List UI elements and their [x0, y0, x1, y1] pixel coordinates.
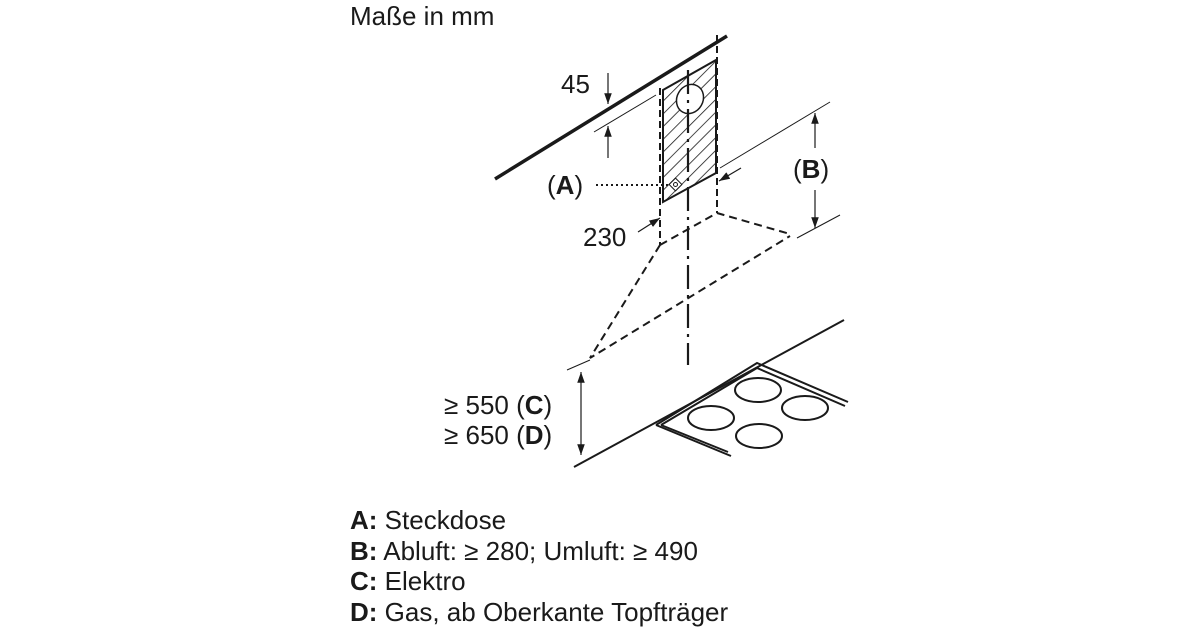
- dim-230-arrow-left: [637, 217, 661, 233]
- legend-key: A:: [350, 505, 378, 535]
- legend-item-b: B: Abluft: ≥ 280; Umluft: ≥ 490: [350, 536, 728, 567]
- hood-canopy-top: [659, 211, 791, 246]
- dim-230-arrow-right: [718, 167, 742, 182]
- cooktop: [655, 361, 849, 457]
- dim-45-label: 45: [561, 69, 590, 99]
- dim-230-label: 230: [583, 222, 627, 252]
- legend-text: Elektro: [384, 566, 466, 596]
- height-label: (B): [793, 154, 830, 184]
- burner-back: [734, 377, 782, 403]
- burner-left: [687, 405, 735, 431]
- height-marker: B: [801, 154, 821, 184]
- socket-label: (A): [547, 170, 584, 200]
- installation-zone: [662, 58, 717, 204]
- legend-key: D:: [350, 596, 378, 627]
- legend-text: Abluft: ≥ 280; Umluft: ≥ 490: [383, 535, 698, 566]
- units-caption: Maße in mm: [350, 1, 495, 31]
- legend: A: Steckdose B: Abluft: ≥ 280; Umluft: ≥…: [350, 505, 728, 627]
- min-height-electric-value: ≥ 550: [444, 390, 509, 420]
- burner-right: [781, 395, 829, 421]
- electric-marker: C: [524, 390, 544, 420]
- dim-cd-top-line: [566, 359, 591, 371]
- min-height-gas-value: ≥ 650: [444, 420, 509, 450]
- legend-key: C:: [350, 566, 378, 596]
- dim-b-bottom-line: [796, 214, 841, 239]
- exhaust-opening: [675, 83, 705, 115]
- socket-icon: [668, 177, 683, 192]
- dim-45-reference-line: [593, 94, 657, 133]
- legend-item-c: C: Elektro: [350, 566, 728, 597]
- min-height-electric: ≥ 550 (C): [444, 390, 553, 420]
- legend-item-d: D: Gas, ab Oberkante Topfträger: [350, 597, 728, 628]
- legend-key: B:: [350, 535, 378, 566]
- gas-marker: D: [524, 420, 544, 450]
- ceiling-line: [494, 34, 728, 181]
- hood-canopy-front: [589, 235, 791, 359]
- burner-front: [735, 423, 783, 449]
- socket-marker: A: [555, 170, 575, 200]
- legend-text: Steckdose: [384, 505, 507, 535]
- legend-item-a: A: Steckdose: [350, 505, 728, 536]
- legend-text: Gas, ab Oberkante Topfträger: [384, 596, 729, 627]
- min-height-gas: ≥ 650 (D): [444, 420, 553, 450]
